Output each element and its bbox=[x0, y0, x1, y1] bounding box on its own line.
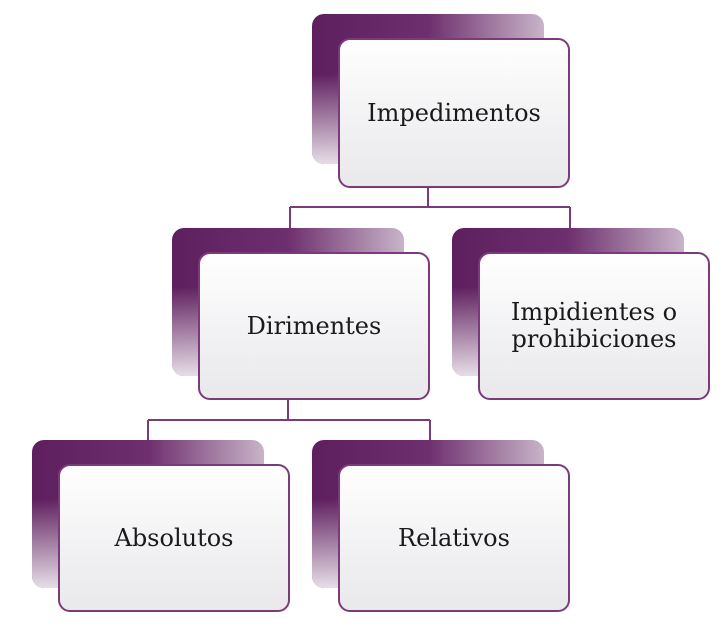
node-absolutos: Absolutos bbox=[32, 440, 292, 614]
connector-dirimentes-to-children bbox=[147, 398, 431, 442]
node-box: Relativos bbox=[338, 464, 570, 612]
node-label-dirimentes: Dirimentes bbox=[246, 311, 382, 340]
node-label-line: prohibiciones bbox=[511, 325, 677, 353]
node-box: Impedimentos bbox=[338, 38, 570, 188]
node-impidientes: Impidientes o prohibiciones bbox=[452, 228, 714, 402]
node-label-absolutos: Absolutos bbox=[114, 523, 234, 552]
node-label-line: Impidientes o bbox=[510, 298, 678, 326]
connector-root-to-children bbox=[289, 186, 571, 230]
node-label-relativos: Relativos bbox=[398, 523, 510, 552]
node-label-impedimentos: Impedimentos bbox=[367, 98, 541, 127]
node-relativos: Relativos bbox=[312, 440, 572, 614]
node-box: Dirimentes bbox=[198, 252, 430, 400]
node-impedimentos: Impedimentos bbox=[312, 14, 572, 190]
node-label-impidientes: Impidientes o prohibiciones bbox=[503, 299, 685, 353]
node-box: Absolutos bbox=[58, 464, 290, 612]
node-dirimentes: Dirimentes bbox=[172, 228, 432, 402]
node-box: Impidientes o prohibiciones bbox=[478, 252, 710, 400]
